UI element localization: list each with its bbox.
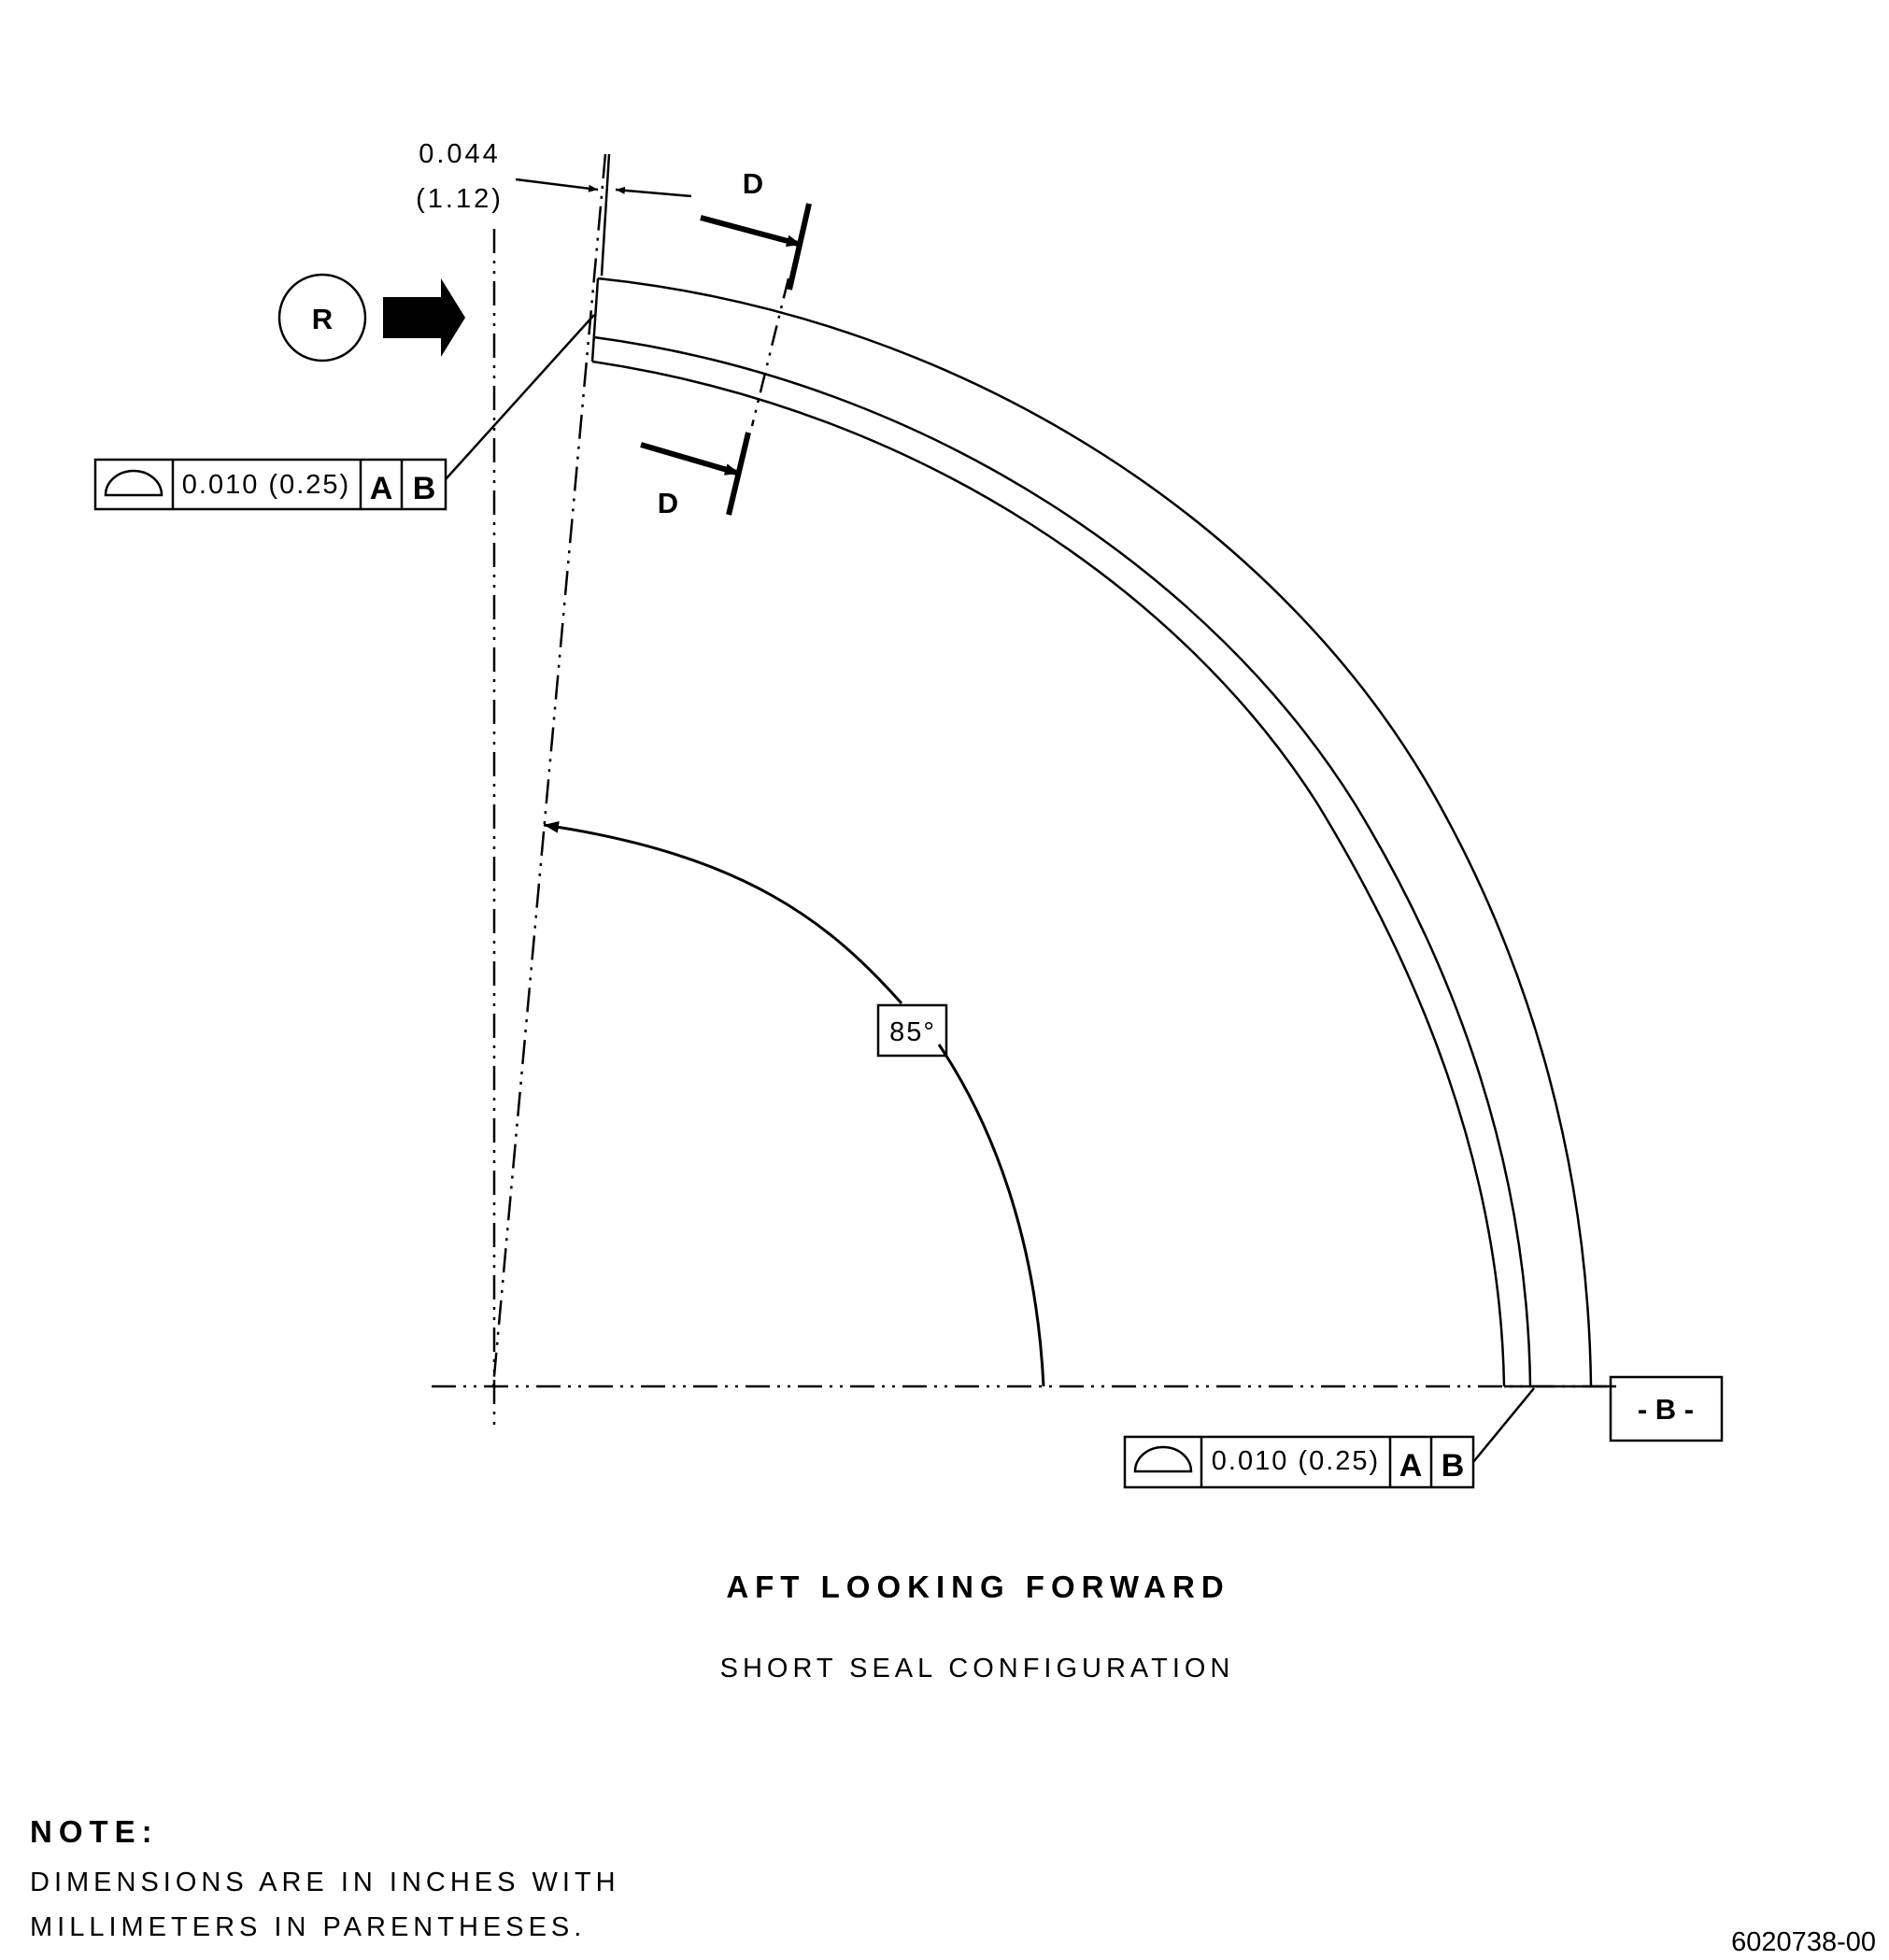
note-line-1: DIMENSIONS ARE IN INCHES WITH <box>30 1868 620 1897</box>
profile-of-surface-icon <box>104 469 163 497</box>
view-title: AFT LOOKING FORWARD <box>726 1569 1229 1604</box>
fcf-top-datum-a: A <box>370 471 393 506</box>
fcf-bottom-leader <box>1472 1387 1535 1463</box>
angle-arc-upper <box>543 820 903 1004</box>
fcf-bottom-datum-b: B <box>1442 1448 1465 1484</box>
dimension-arrow-left <box>515 178 599 192</box>
fcf-bottom-tolerance: 0.010 (0.25) <box>1212 1446 1380 1476</box>
view-subtitle: SHORT SEAL CONFIGURATION <box>720 1654 1235 1683</box>
view-indicator-letter: R <box>312 303 333 335</box>
fcf-bottom-datum-a: A <box>1399 1448 1423 1484</box>
seal-outer-edge <box>597 277 1593 1387</box>
profile-of-surface-icon <box>1133 1445 1193 1473</box>
dimension-extension-line <box>600 153 611 277</box>
seal-end-face <box>590 277 600 362</box>
section-cut-line <box>750 277 790 427</box>
view-indicator-circle <box>277 273 367 362</box>
angle-label: 85° <box>889 1017 936 1047</box>
note-line-2: MILLIMETERS IN PARENTHESES. <box>30 1912 586 1942</box>
datum-b-box <box>1609 1375 1724 1442</box>
fcf-top-datum-b: B <box>413 471 436 506</box>
fcf-top-tolerance: 0.010 (0.25) <box>182 470 350 500</box>
feature-control-frame-top: 0.010 (0.25) A B <box>93 458 447 511</box>
seal-middle-edge <box>593 335 1532 1387</box>
dimension-mm: (1.12) <box>416 184 504 214</box>
section-label-lower: D <box>658 487 678 519</box>
section-label-upper: D <box>743 167 763 200</box>
datum-b-label: - B - <box>1638 1393 1694 1426</box>
seal-inner-edge <box>591 360 1506 1387</box>
feature-control-frame-bottom: 0.010 (0.25) A B <box>1123 1435 1475 1489</box>
angle-label-box <box>876 1003 948 1058</box>
view-direction-arrow-icon <box>383 278 465 357</box>
angle-arc <box>937 1044 1045 1387</box>
section-arrow-lower <box>640 442 741 476</box>
dimension-inches: 0.044 <box>419 139 501 169</box>
dimension-arrow-right <box>615 186 692 198</box>
drawing-number: 6020738-00 <box>1731 1927 1876 1957</box>
tilted-centerline <box>491 153 607 1387</box>
note-heading: NOTE: <box>30 1814 159 1849</box>
fcf-top-leader <box>445 314 595 480</box>
section-arrow-upper <box>700 215 802 248</box>
